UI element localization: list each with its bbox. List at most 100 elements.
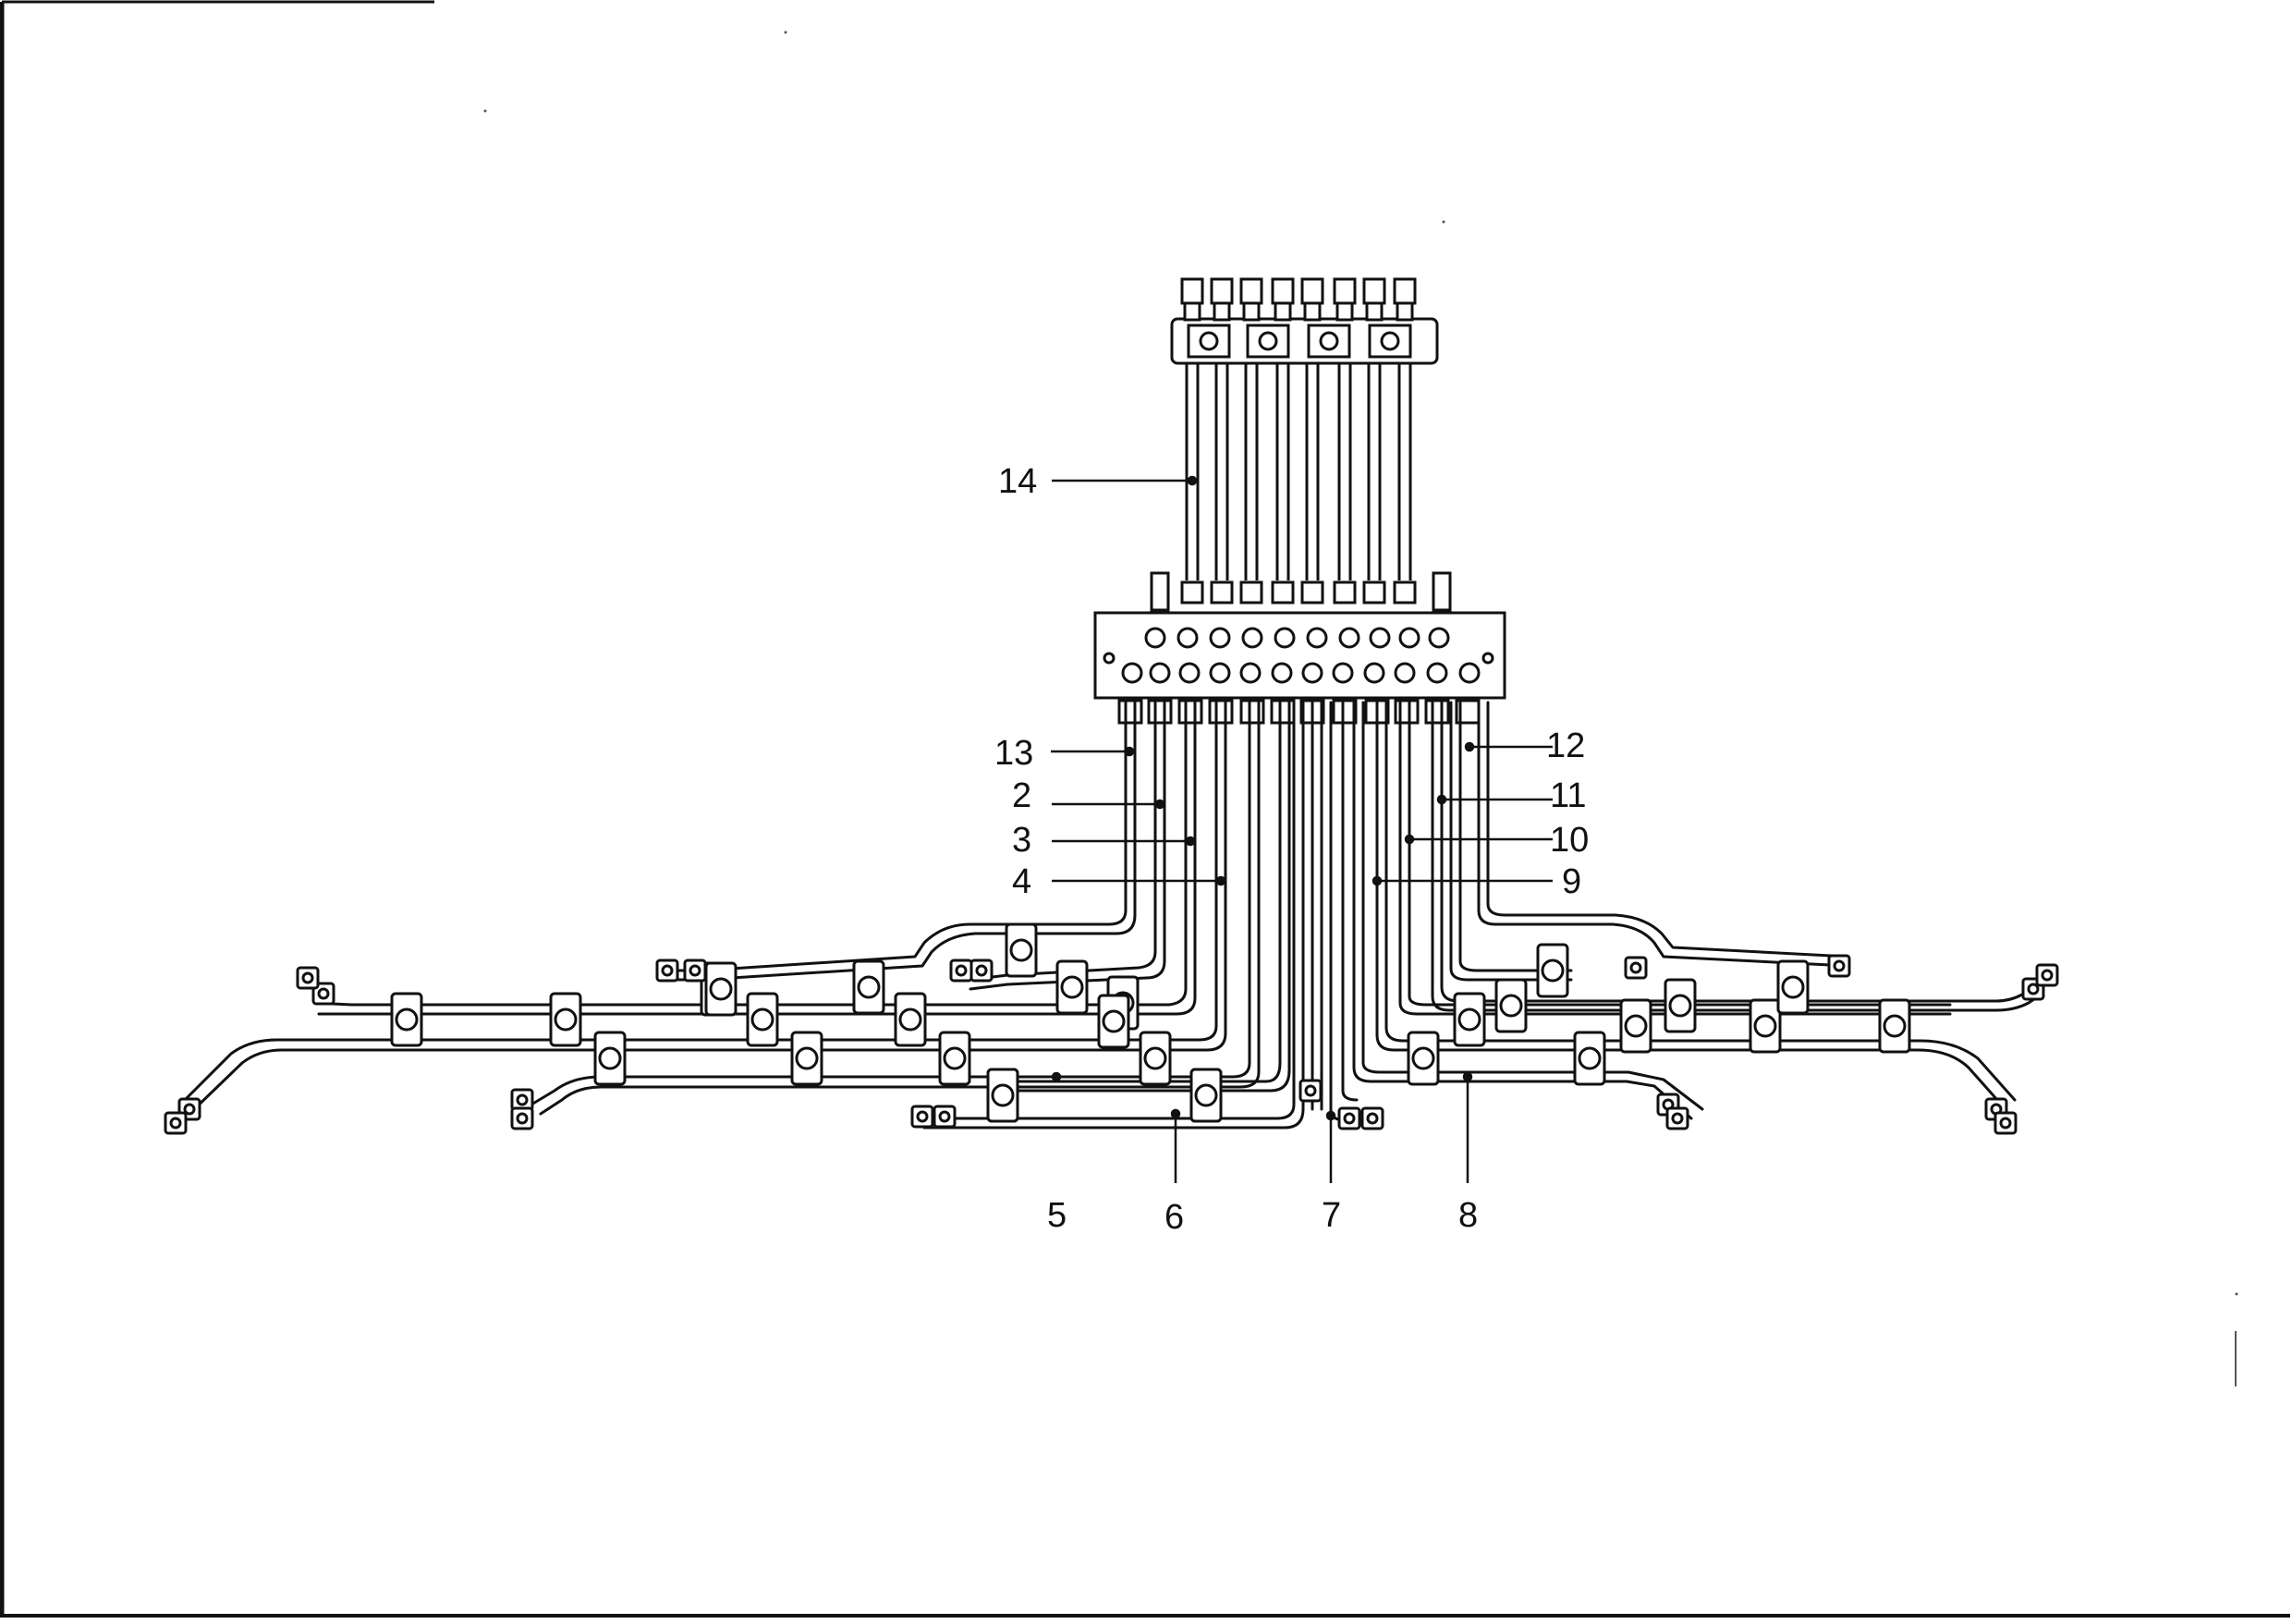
end-nut-bore (1304, 1084, 1317, 1097)
end-nut-bore (955, 964, 968, 977)
block-hole (1178, 662, 1201, 684)
top-nut (1271, 277, 1295, 305)
end-nut-bore (689, 964, 701, 977)
top-nut (1393, 277, 1417, 305)
pipe-12 (1477, 701, 1850, 968)
clamp-bolt (1753, 1014, 1777, 1038)
end-nut-bore (975, 964, 988, 977)
callout-6: 6 (1164, 1198, 1185, 1237)
clamp-bolt (898, 1007, 922, 1032)
mid-nut (1271, 580, 1295, 604)
top-nut-collar (1365, 301, 1384, 322)
clamp-bolt (991, 1083, 1015, 1107)
distribution-block (1093, 611, 1506, 700)
block-mount-hole (1481, 652, 1494, 665)
top-nut (1300, 277, 1324, 305)
callout-8: 8 (1458, 1196, 1479, 1235)
leader-lines (1051, 475, 1553, 1183)
top-nut-collar (1213, 301, 1231, 322)
end-fittings (164, 954, 2059, 1135)
block-mount-hole (1103, 652, 1116, 665)
block-hole (1301, 662, 1323, 684)
callout-9: 9 (1562, 862, 1582, 901)
pipe-9 (1375, 701, 2007, 1111)
top-nut-collar (1183, 301, 1201, 322)
end-nut-bore (1671, 1112, 1684, 1125)
top-clamp-bolt (1319, 331, 1339, 351)
upper-pipe-bundle (1150, 277, 1452, 612)
end-nut-bore (661, 964, 674, 977)
callout-11: 11 (1550, 776, 1587, 815)
block-stud (1432, 571, 1452, 612)
clamp-bolt (1624, 1014, 1648, 1038)
mid-nut (1393, 580, 1417, 604)
pipe-8 (1352, 701, 1693, 1120)
clamp-bolt (1102, 1009, 1126, 1033)
lower-nut (1117, 699, 1143, 725)
end-nut-bore (183, 1103, 196, 1116)
mid-nut (1210, 580, 1234, 604)
mid-nut (1300, 580, 1324, 604)
callout-14: 14 (998, 462, 1038, 501)
end-nut-bore (169, 1117, 182, 1129)
lower-nut (1332, 699, 1358, 725)
clamp-bolt (1541, 959, 1565, 983)
block-hole (1274, 627, 1296, 649)
top-clamp-bolt (1380, 331, 1400, 351)
mid-nut (1362, 580, 1386, 604)
clamp-bolt (554, 1007, 578, 1032)
clamp-bolt (709, 977, 733, 1001)
clamp-bolt (1194, 1083, 1218, 1107)
callout-13: 13 (994, 734, 1034, 773)
block-hole (1241, 627, 1263, 649)
block-hole (1426, 662, 1448, 684)
block-hole (1458, 662, 1481, 684)
callout-3: 3 (1012, 821, 1032, 860)
top-nut (1180, 277, 1204, 305)
pipe-5 (1001, 701, 1282, 1083)
block-hole (1398, 627, 1420, 649)
lower-nut (1147, 699, 1173, 725)
block-hole (1338, 627, 1360, 649)
pipe-6 (922, 701, 1296, 1120)
pipe-11 (1449, 701, 1573, 982)
pipe-3 (312, 701, 1188, 1007)
pipe-10 (1431, 701, 2044, 1012)
top-nut-collar (1274, 301, 1292, 322)
callout-10: 10 (1550, 821, 1590, 860)
block-hole (1144, 627, 1166, 649)
top-clamp (1246, 324, 1290, 359)
pipe-13 (664, 701, 1128, 972)
callout-5: 5 (1047, 1196, 1067, 1235)
end-nut-bore (516, 1112, 529, 1125)
end-nut-bore (301, 971, 314, 984)
lower-fittings (1117, 699, 1481, 725)
end-nut-bore (916, 1110, 929, 1123)
clamp-bolt (1457, 1007, 1481, 1032)
end-nut-bore (1366, 1112, 1379, 1125)
block-hole (1428, 627, 1450, 649)
pipe-4 (178, 701, 1218, 1106)
clamp-bolt (1499, 994, 1523, 1018)
block-hole (1209, 662, 1231, 684)
mid-nut (1333, 580, 1357, 604)
pipe-7 (1311, 701, 1323, 1111)
clamp-bolt (598, 1046, 622, 1070)
end-nut-bore (1629, 961, 1642, 974)
pipe-2 (969, 701, 1157, 982)
top-nut (1362, 277, 1386, 305)
block-hole (1121, 662, 1143, 684)
mid-nut (1239, 580, 1263, 604)
end-nut-bore (516, 1093, 529, 1106)
top-nut-collar (1242, 301, 1261, 322)
callout-2: 2 (1012, 776, 1032, 815)
callout-12: 12 (1546, 727, 1586, 765)
callout-4: 4 (1012, 862, 1032, 901)
block-hole (1369, 627, 1391, 649)
end-nut-bore (2041, 969, 2054, 982)
lower-nut (1424, 699, 1450, 725)
top-nut-collar (1303, 301, 1322, 322)
callout-7: 7 (1322, 1196, 1342, 1235)
